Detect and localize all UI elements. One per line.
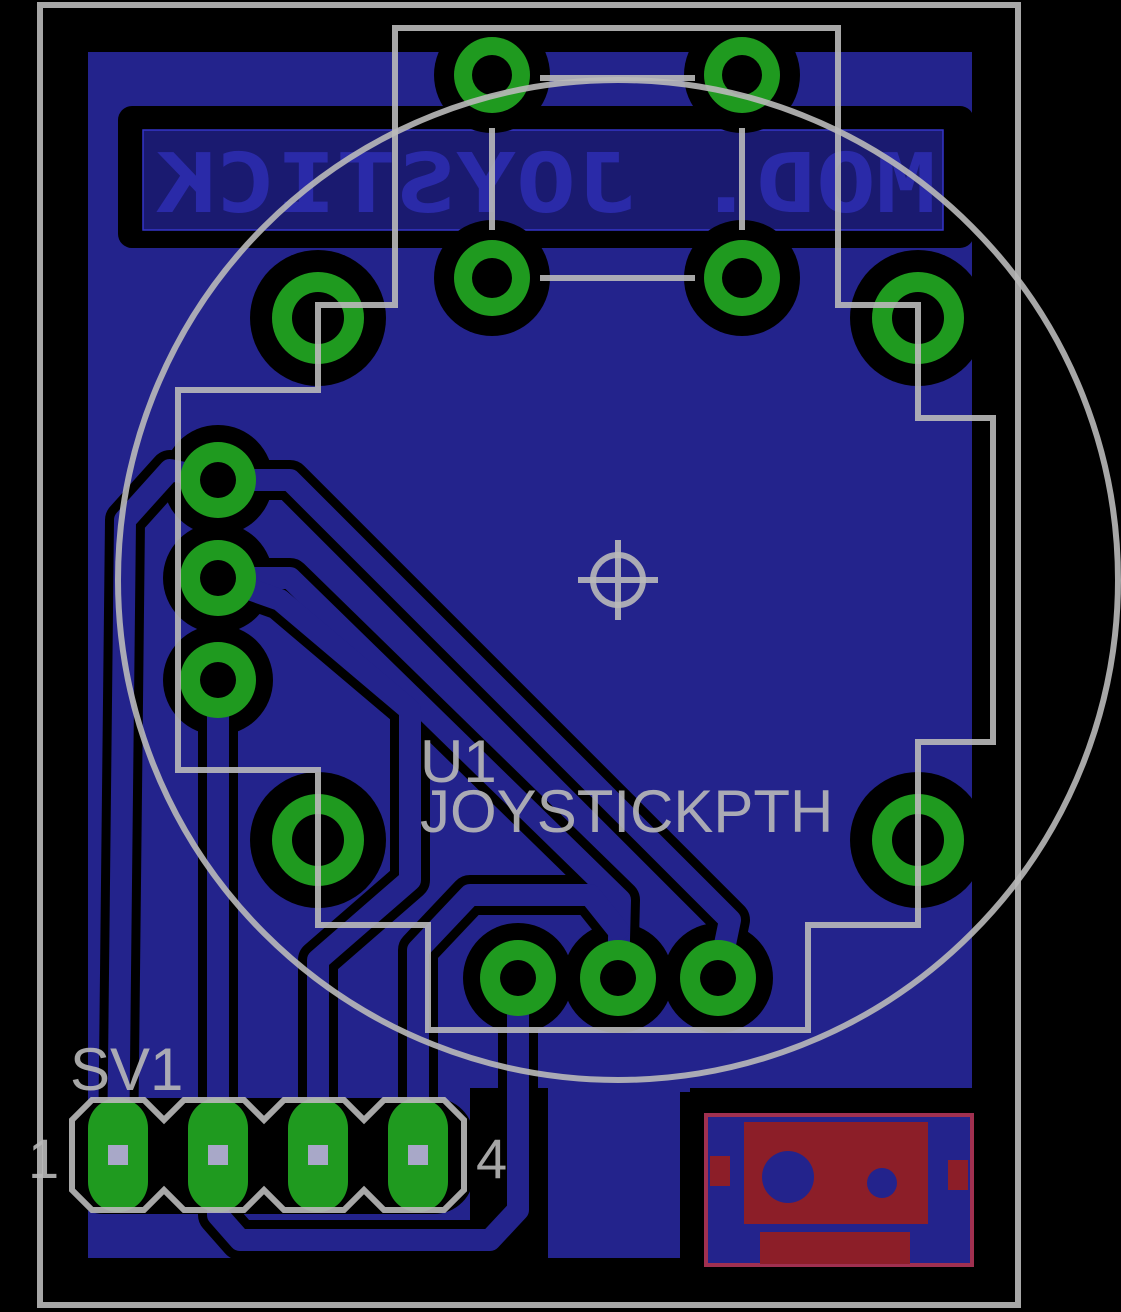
component-name: U1 (420, 728, 497, 795)
header-pin-4-label: 4 (476, 1127, 507, 1190)
silkscreen: U1 JOYSTICKPTH SV1 1 4 (28, 2, 1121, 1308)
joystick-footprint-outline (175, 25, 996, 1033)
header-sv1-pads (88, 1098, 448, 1212)
header-name: SV1 (70, 1036, 183, 1103)
board-outline (37, 2, 1021, 1308)
copper-label: MOD. JOYSTICK (155, 137, 936, 232)
header-pin-1-label: 1 (28, 1127, 59, 1190)
logo (704, 1113, 974, 1267)
trace-sv1-4 (407, 884, 629, 1166)
header-outline (69, 1097, 467, 1213)
component-value: JOYSTICKPTH (420, 778, 833, 845)
trace-sv1-3 (207, 567, 421, 1166)
